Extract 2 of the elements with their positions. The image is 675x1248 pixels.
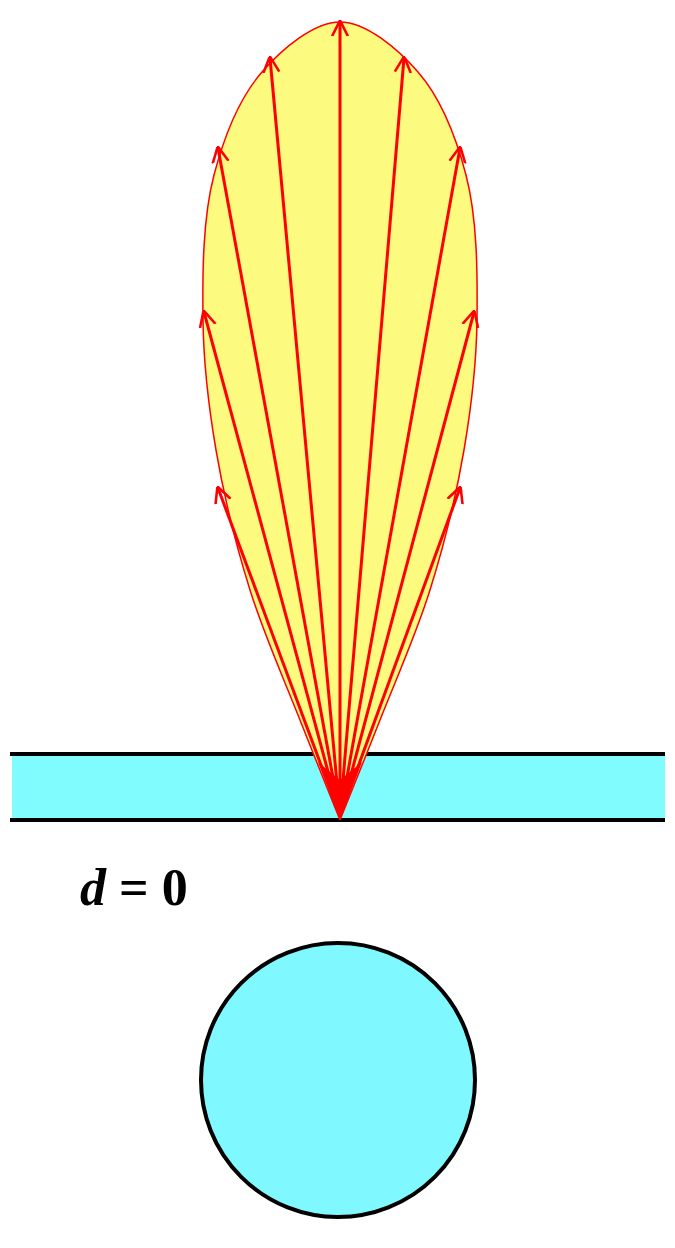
equation-label: d = 0	[80, 862, 188, 914]
sphere	[199, 941, 477, 1219]
